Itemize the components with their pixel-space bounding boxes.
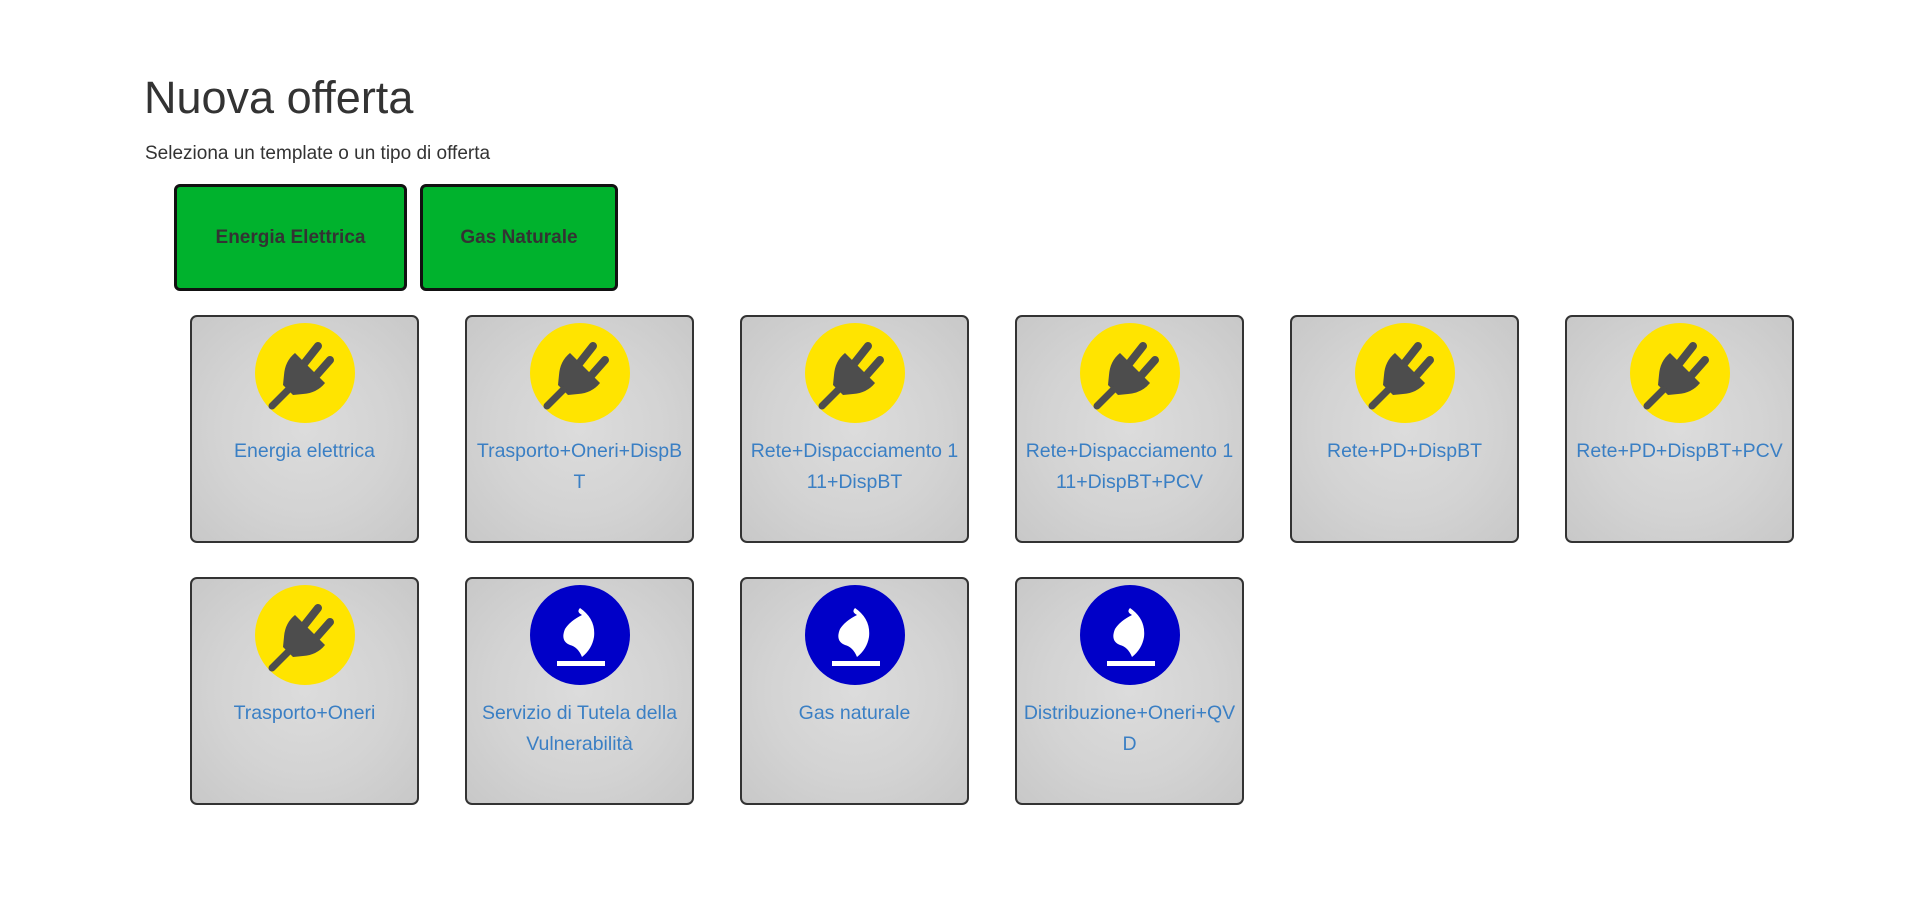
template-card-label: Energia elettrica bbox=[234, 440, 375, 462]
power-plug-icon bbox=[1354, 323, 1455, 423]
power-plug-icon bbox=[529, 323, 630, 423]
power-plug-icon bbox=[254, 585, 355, 685]
template-card-rete-dispacciamento-111-dispbt[interactable]: Rete+Dispacciamento 111+DispBT bbox=[740, 315, 969, 543]
template-card-label: Rete+PD+DispBT bbox=[1327, 440, 1482, 462]
template-card-label: Trasporto+Oneri+DispBT bbox=[476, 440, 683, 493]
gas-flame-icon bbox=[529, 585, 630, 685]
template-card-label: Rete+PD+DispBT+PCV bbox=[1576, 440, 1783, 462]
template-card-rete-pd-dispbt-pcv[interactable]: Rete+PD+DispBT+PCV bbox=[1565, 315, 1794, 543]
template-card-energia-elettrica[interactable]: Energia elettrica bbox=[190, 315, 419, 543]
template-card-label: Rete+Dispacciamento 111+DispBT bbox=[750, 440, 959, 493]
power-plug-icon bbox=[1079, 323, 1180, 423]
page-subtitle: Seleziona un template o un tipo di offer… bbox=[145, 143, 491, 164]
category-filter-bar: Energia Elettrica Gas Naturale bbox=[174, 184, 618, 291]
template-card-rete-dispacciamento-111-dispbt-pcv[interactable]: Rete+Dispacciamento 111+DispBT+PCV bbox=[1015, 315, 1244, 543]
template-card-label: Gas naturale bbox=[798, 702, 911, 724]
template-card-servizio-tutela-vulnerabilita[interactable]: Servizio di Tutela della Vulnerabilità bbox=[465, 577, 694, 805]
category-energia-elettrica-button[interactable]: Energia Elettrica bbox=[174, 184, 407, 291]
template-card-trasporto-oneri-dispbt[interactable]: Trasporto+Oneri+DispBT bbox=[465, 315, 694, 543]
gas-flame-icon bbox=[804, 585, 905, 685]
page-title: Nuova offerta bbox=[144, 72, 414, 123]
template-grid: Energia elettrica Trasporto+Oneri+DispBT… bbox=[190, 315, 1794, 805]
template-card-label: Servizio di Tutela della Vulnerabilità bbox=[481, 702, 678, 755]
power-plug-icon bbox=[804, 323, 905, 423]
template-card-label: Trasporto+Oneri bbox=[233, 702, 376, 724]
template-card-distribuzione-oneri-qvd[interactable]: Distribuzione+Oneri+QVD bbox=[1015, 577, 1244, 805]
power-plug-icon bbox=[1629, 323, 1730, 423]
template-card-gas-naturale[interactable]: Gas naturale bbox=[740, 577, 969, 805]
category-gas-naturale-button[interactable]: Gas Naturale bbox=[420, 184, 618, 291]
template-card-rete-pd-dispbt[interactable]: Rete+PD+DispBT bbox=[1290, 315, 1519, 543]
template-card-label: Rete+Dispacciamento 111+DispBT+PCV bbox=[1025, 440, 1234, 493]
gas-flame-icon bbox=[1079, 585, 1180, 685]
power-plug-icon bbox=[254, 323, 355, 423]
template-card-trasporto-oneri[interactable]: Trasporto+Oneri bbox=[190, 577, 419, 805]
template-card-label: Distribuzione+Oneri+QVD bbox=[1023, 702, 1236, 755]
